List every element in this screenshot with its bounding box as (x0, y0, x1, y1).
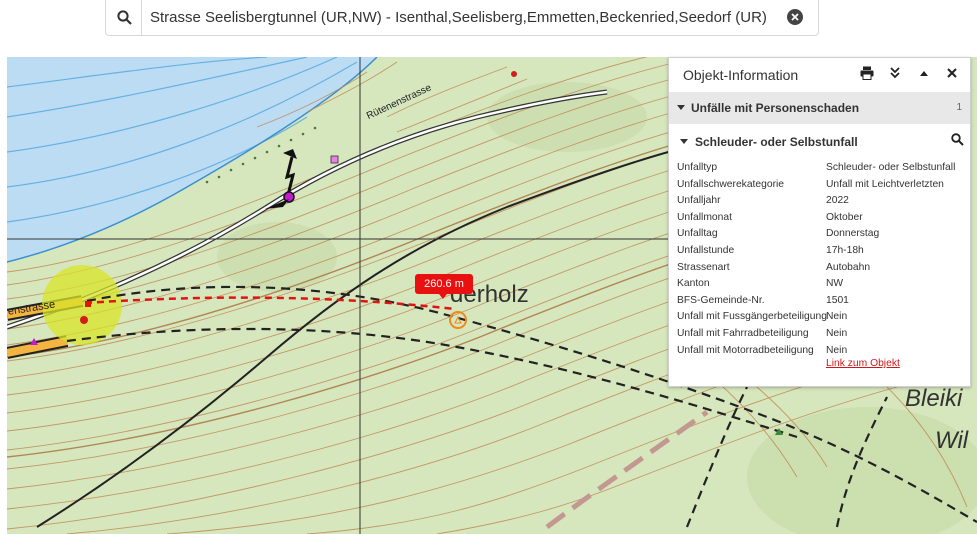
section-accidents-title: Unfälle mit Personenschaden (691, 101, 860, 115)
attribute-row: Kanton NW (677, 278, 967, 295)
accident-item-title: Schleuder- oder Selbstunfall (695, 135, 858, 149)
attribute-value: 2022 (826, 195, 849, 207)
attribute-key: Unfall mit Fahrradbeteiligung (677, 327, 809, 339)
attribute-row: Unfalltag Donnerstag (677, 228, 967, 245)
attribute-key: Unfalltyp (677, 162, 718, 173)
attribute-value: Nein (826, 311, 848, 323)
caret-down-icon (680, 139, 688, 144)
close-button[interactable] (940, 66, 964, 84)
attribute-key: Unfallstunde (677, 244, 735, 256)
panel-toolbar (855, 66, 964, 84)
attribute-row: Unfallmonat Oktober (677, 212, 967, 229)
panel-title: Objekt-Information (683, 67, 799, 83)
zoom-to-icon[interactable] (951, 133, 964, 146)
close-icon (947, 68, 957, 78)
attribute-key: Unfallschwerekategorie (677, 178, 785, 190)
search-input[interactable] (150, 4, 770, 30)
double-chevron-down-icon (890, 67, 900, 79)
search-icon (117, 10, 132, 25)
attribute-row: Unfall mit Fahrradbeteiligung Nein (677, 328, 967, 345)
clear-search-icon[interactable] (786, 8, 804, 26)
section-accidents[interactable]: Unfälle mit Personenschaden 1 (669, 92, 970, 124)
collapse-all-button[interactable] (883, 66, 907, 84)
attribute-key: Strassenart (677, 261, 730, 273)
section-accidents-count: 1 (956, 102, 962, 113)
attribute-value: NW (826, 278, 844, 290)
attribute-key: Unfalljahr (677, 195, 721, 207)
attribute-key: Kanton (677, 278, 710, 290)
attribute-key: Unfallmonat (677, 211, 732, 223)
attribute-table: Unfalltyp Schleuder- oder Selbstunfall Un… (677, 162, 967, 361)
object-info-panel: Objekt-Information (668, 57, 971, 387)
attribute-value: Schleuder- oder Selbstunfall (826, 162, 956, 173)
attribute-key: Unfall mit Fussgängerbeteiligung (677, 311, 827, 323)
caret-up-icon (919, 71, 928, 76)
attribute-row: Unfalltyp Schleuder- oder Selbstunfall (677, 162, 967, 179)
attribute-row: BFS-Gemeinde-Nr. 1501 (677, 295, 967, 312)
place-label-right1: Bleiki (905, 385, 963, 412)
attribute-row: Unfalljahr 2022 (677, 195, 967, 212)
attribute-row: Strassenart Autobahn (677, 262, 967, 279)
attribute-value: Nein (826, 344, 848, 356)
attribute-key: Unfalltag (677, 228, 718, 240)
attribute-key: Unfall mit Motorradbeteiligung (677, 344, 814, 356)
attribute-value: Donnerstag (826, 228, 880, 240)
place-label-right2: Wil (935, 427, 969, 454)
print-button[interactable] (855, 66, 879, 84)
search-button[interactable] (106, 0, 142, 35)
section-accident-item[interactable]: Schleuder- oder Selbstunfall (669, 124, 970, 158)
attribute-row: Unfallschwerekategorie Unfall mit Leichtv… (677, 179, 967, 196)
attribute-value: 17h-18h (826, 244, 864, 256)
attribute-row: Unfall mit Motorradbeteiligung Nein (677, 345, 967, 362)
attribute-row: Unfallstunde 17h-18h (677, 245, 967, 262)
link-to-object[interactable]: Link zum Objekt (826, 358, 900, 369)
attribute-key: BFS-Gemeinde-Nr. (677, 294, 765, 306)
panel-header: Objekt-Information (669, 58, 970, 92)
measurement-tooltip: 260.6 m (415, 274, 473, 299)
caret-down-icon (677, 105, 685, 110)
minimize-button[interactable] (912, 66, 936, 84)
search-bar (105, 0, 819, 36)
attribute-value: Autobahn (826, 261, 871, 273)
print-icon (860, 66, 874, 80)
attribute-value: Oktober (826, 211, 863, 223)
attribute-value: 1501 (826, 294, 849, 306)
attribute-value: Unfall mit Leichtverletzten (826, 178, 944, 190)
attribute-value: Nein (826, 327, 848, 339)
